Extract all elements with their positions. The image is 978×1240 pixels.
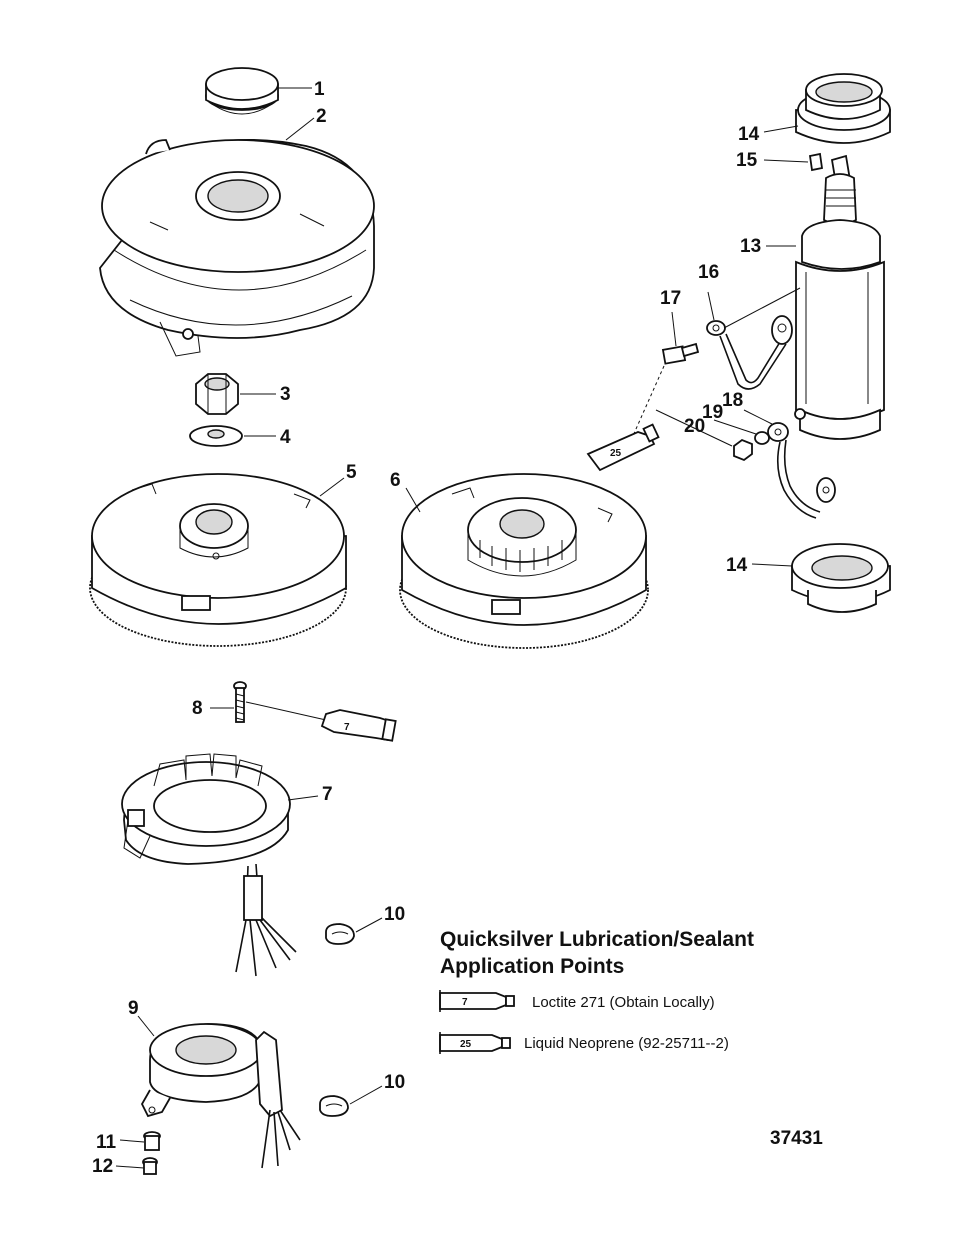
legend-item-7: 7 Loctite 271 (Obtain Locally)	[439, 990, 715, 1012]
leader-8-to-tube	[245, 701, 327, 721]
callout-8: 8	[192, 698, 203, 719]
part-16-cable	[706, 287, 801, 390]
part-8-screw	[233, 681, 247, 723]
part-4-washer	[189, 425, 243, 447]
callout-15: 15	[736, 150, 758, 171]
legend-item-7-text: Loctite 271 (Obtain Locally)	[532, 994, 715, 1011]
callout-1: 1	[314, 79, 325, 100]
legend: Quicksilver Lubrication/Sealant Applicat…	[439, 928, 754, 1054]
part-20-nut	[733, 438, 753, 462]
part-7-stator	[121, 753, 297, 977]
part-14-bushing-lower	[791, 543, 891, 613]
part-11-screw	[143, 1131, 161, 1151]
callout-2: 2	[316, 106, 327, 127]
tube-25-label: 25	[610, 448, 622, 459]
sealant-tube-7-icon: 7	[320, 709, 397, 742]
figure-number: 37431	[770, 1128, 823, 1149]
callout-18: 18	[722, 390, 743, 411]
callout-10-upper: 10	[384, 904, 405, 925]
callout-14-upper: 14	[738, 124, 760, 145]
callout-16: 16	[698, 262, 719, 283]
callout-19: 19	[702, 402, 723, 423]
part-15-spring-clip	[808, 152, 824, 172]
legend-item-7-tube: 7	[462, 997, 468, 1008]
leader-lines	[115, 87, 809, 1169]
callout-6: 6	[390, 470, 401, 491]
callout-7: 7	[322, 784, 333, 805]
part-9-trigger	[140, 1023, 301, 1169]
callout-17: 17	[660, 288, 681, 309]
legend-item-25-tube: 25	[460, 1039, 472, 1050]
legend-title-line2: Application Points	[440, 955, 624, 978]
callout-4: 4	[280, 427, 291, 448]
callout-labels: 1 2 3 4 5 6 7 8 9 10 10 11 12 13 14 14 1…	[92, 79, 761, 1177]
callout-13: 13	[740, 236, 761, 257]
callout-9: 9	[128, 998, 139, 1019]
callout-20: 20	[684, 416, 705, 437]
legend-title-line1: Quicksilver Lubrication/Sealant	[440, 928, 754, 951]
sealant-tube-25-icon: 25	[586, 423, 660, 472]
legend-item-25-text: Liquid Neoprene (92-25711--2)	[524, 1035, 729, 1052]
part-10-clip-upper	[325, 923, 355, 945]
callout-3: 3	[280, 384, 291, 405]
part-14-bushing-upper	[795, 73, 891, 144]
legend-item-25: 25 Liquid Neoprene (92-25711--2)	[439, 1032, 729, 1054]
part-2-flywheel-cover	[99, 138, 375, 357]
callout-10-lower: 10	[384, 1072, 405, 1093]
part-17-bolt	[661, 342, 700, 365]
part-5-flywheel	[89, 473, 347, 647]
tube-7-label: 7	[344, 722, 350, 733]
part-18-cable	[767, 422, 836, 519]
part-6-flywheel	[399, 473, 649, 649]
part-12-screw	[142, 1157, 158, 1175]
callout-11: 11	[96, 1132, 117, 1153]
part-3-nut	[195, 373, 239, 415]
leader-17-to-tube	[631, 365, 665, 439]
part-13-starter-motor	[794, 154, 885, 440]
part-1-cap	[205, 67, 279, 115]
callout-12: 12	[92, 1156, 113, 1177]
part-10-clip-lower	[319, 1095, 349, 1117]
part-19-lockwasher	[754, 431, 770, 445]
callout-5: 5	[346, 462, 357, 483]
leader-20	[655, 409, 733, 447]
callout-14-lower: 14	[726, 555, 748, 576]
